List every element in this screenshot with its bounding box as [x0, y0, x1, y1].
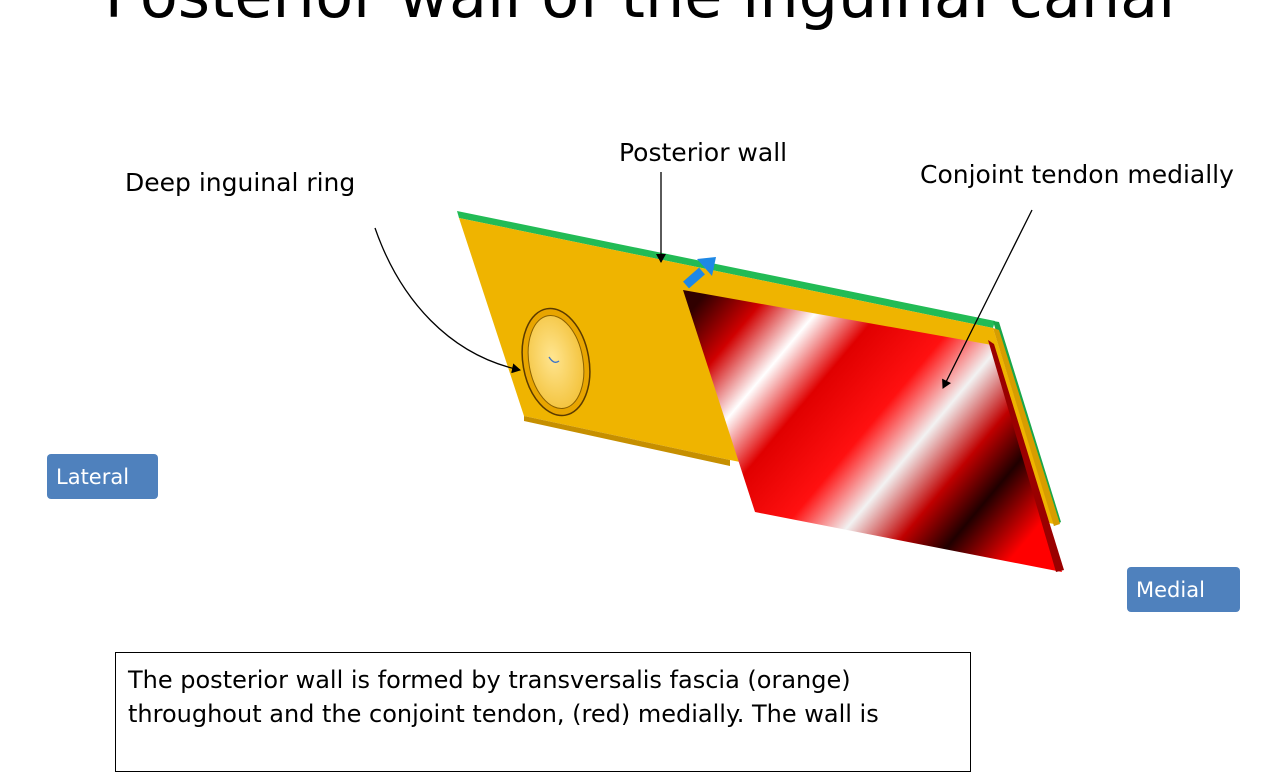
edge-strip-top: [457, 211, 995, 328]
conjoint-tendon-pointer: [942, 209, 1033, 389]
conjoint-tendon: [683, 290, 1064, 572]
deep-inguinal-ring: [521, 307, 591, 417]
conjoint-tendon-plane: [683, 290, 1062, 572]
conjoint-tendon-side: [988, 340, 1064, 572]
transversalis-fascia-shade: [524, 416, 730, 466]
deep-ring-pointer: [374, 227, 521, 374]
slide-title: Posterior wall of the inguinal canal: [0, 0, 1280, 36]
label-deep-inguinal-ring: Deep inguinal ring: [125, 168, 355, 197]
label-conjoint-tendon: Conjoint tendon medially: [920, 160, 1234, 189]
inguinal-canal-diagram: Posterior wall Deep inguinal ring Conjoi…: [125, 138, 1234, 572]
direction-arrow-icon: [683, 257, 716, 289]
transversalis-fascia-side: [993, 328, 1060, 526]
medial-tag: Medial: [1127, 567, 1240, 612]
label-posterior-wall: Posterior wall: [619, 138, 787, 167]
lateral-tag: Lateral: [47, 454, 158, 499]
caption-box: The posterior wall is formed by transver…: [115, 652, 971, 772]
